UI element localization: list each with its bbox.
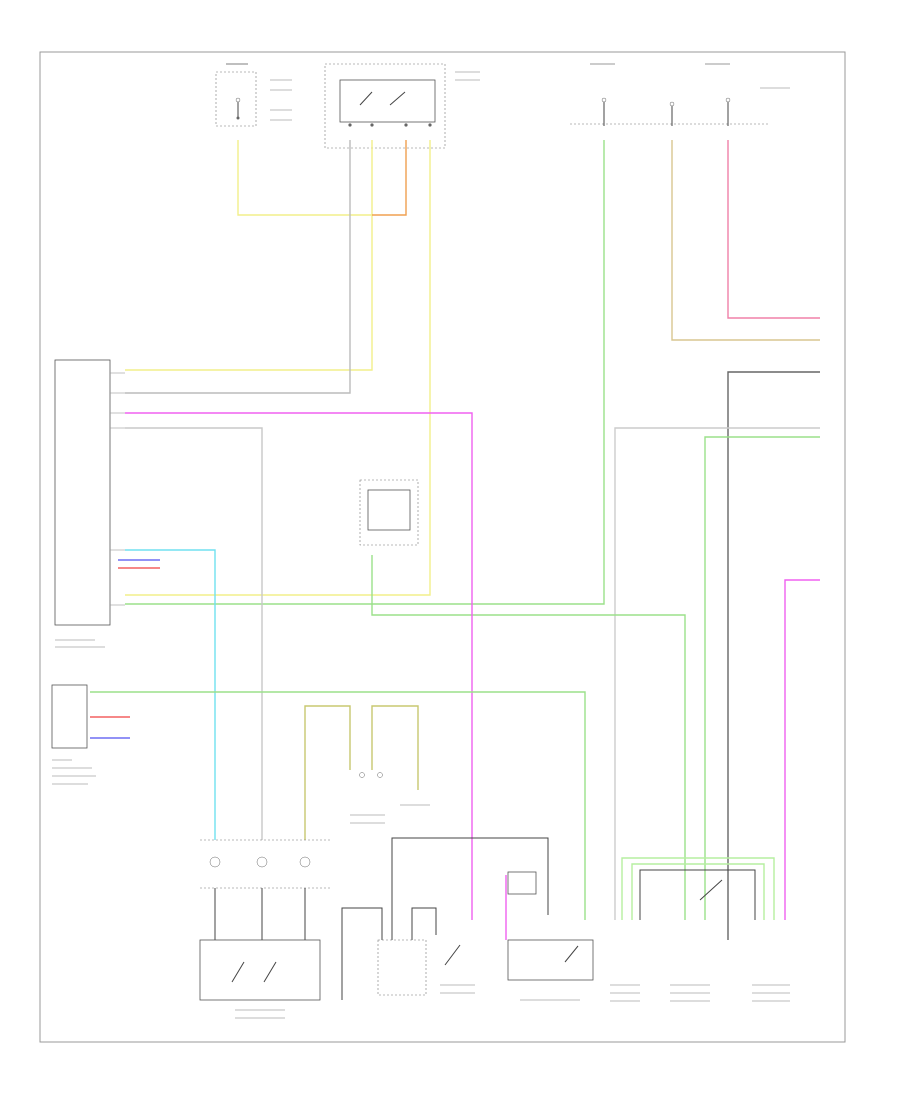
switch-module-bottom-left [199,939,321,1019]
fuse-box-middle [359,479,419,546]
wire-magenta-right [784,579,820,920]
wire-gray-relay [125,140,351,394]
fuse-box-top-left [215,63,292,127]
wire-olive-2 [371,705,419,790]
wire-green-right [704,436,820,920]
relay-top [324,63,480,149]
wire-gray-module [125,427,263,840]
small-relay-bottom [350,772,430,824]
wire-black-2 [341,907,383,1000]
wire-green-3 [90,691,586,920]
wire-yellow-1 [237,140,372,216]
wire-green-1 [125,140,605,605]
diagram-frame [39,51,846,1043]
sensors-bottom-right [610,984,790,1002]
fuse-box-top-right [570,63,790,126]
wire-light-gray [614,427,820,920]
wire-black-3 [411,907,437,940]
wire-tan [671,140,820,341]
wire-yellow-3 [125,140,431,596]
wire-black-bus [391,837,549,940]
wire-magenta-1 [125,412,473,920]
control-module-left [54,359,125,648]
wire-olive-1 [304,705,351,840]
wire-orange [372,140,407,216]
wire-yellow-2 [125,140,373,371]
switch-bottom-center [377,939,475,996]
bus-right-bottom [621,857,775,920]
switch-bottom-right-center [507,871,594,1001]
wire-dark-gray [727,371,820,940]
wire-cyan [125,549,216,840]
wire-green-2 [371,555,686,920]
connector-row-bottom-left [200,839,330,940]
connector-left-lower [51,684,96,785]
wire-pink [727,140,820,319]
